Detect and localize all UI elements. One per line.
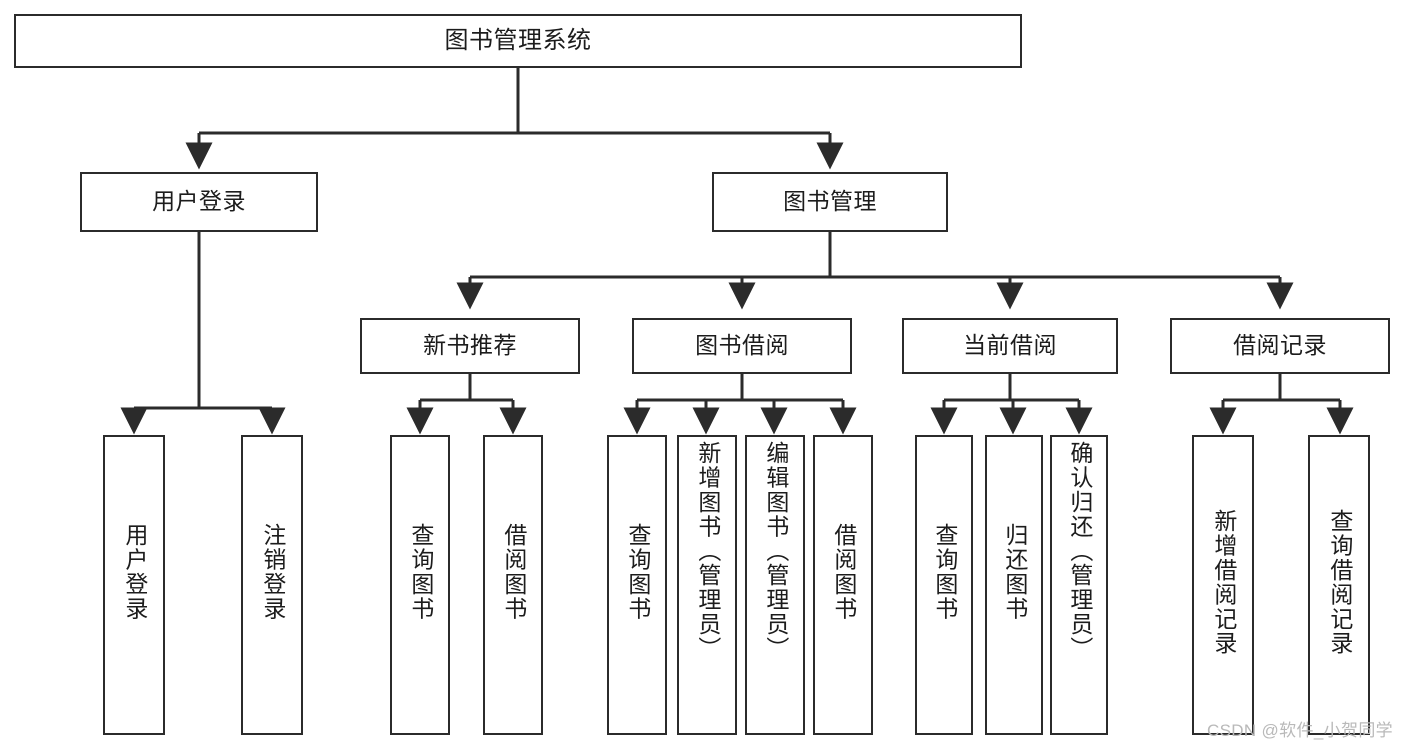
node-root-book-management-system[interactable]: 图书管理系统 <box>14 14 1022 68</box>
node-leaf-query-book-current[interactable]: 查询图书 <box>915 435 973 735</box>
node-book-management[interactable]: 图书管理 <box>712 172 948 232</box>
node-new-book-recommendation[interactable]: 新书推荐 <box>360 318 580 374</box>
node-label: 借阅记录 <box>1233 332 1327 359</box>
node-leaf-add-book-admin[interactable]: 新增图书（管理员） <box>677 435 737 735</box>
node-leaf-query-book-borrowing[interactable]: 查询图书 <box>607 435 667 735</box>
node-leaf-borrow-book-recommendation[interactable]: 借阅图书 <box>483 435 543 735</box>
node-label: 查询图书 <box>931 523 958 621</box>
node-label: 图书借阅 <box>695 332 789 359</box>
node-leaf-user-login[interactable]: 用户登录 <box>103 435 165 735</box>
node-label: 注销登录 <box>259 523 286 621</box>
node-label: 新书推荐 <box>423 332 517 359</box>
node-label: 用户登录 <box>152 188 246 215</box>
node-label: 查询图书 <box>407 523 434 621</box>
node-current-borrowing[interactable]: 当前借阅 <box>902 318 1118 374</box>
node-user-login[interactable]: 用户登录 <box>80 172 318 232</box>
node-label: 图书管理系统 <box>444 26 592 54</box>
node-label: 借阅图书 <box>830 523 857 621</box>
node-leaf-edit-book-admin[interactable]: 编辑图书（管理员） <box>745 435 805 735</box>
node-label: 新增借阅记录 <box>1210 509 1237 656</box>
node-label: 图书管理 <box>783 188 877 215</box>
node-label: 查询图书 <box>624 523 651 621</box>
node-leaf-return-book[interactable]: 归还图书 <box>985 435 1043 735</box>
node-leaf-add-borrowing-record[interactable]: 新增借阅记录 <box>1192 435 1254 735</box>
node-book-borrowing[interactable]: 图书借阅 <box>632 318 852 374</box>
node-label: 用户登录 <box>121 523 148 621</box>
node-leaf-logout[interactable]: 注销登录 <box>241 435 303 735</box>
node-label: 新增图书（管理员） <box>694 441 721 661</box>
node-leaf-query-borrowing-record[interactable]: 查询借阅记录 <box>1308 435 1370 735</box>
node-label: 当前借阅 <box>963 332 1057 359</box>
node-label: 归还图书 <box>1001 523 1028 621</box>
node-label: 借阅图书 <box>500 523 527 621</box>
node-leaf-confirm-return-admin[interactable]: 确认归还（管理员） <box>1050 435 1108 735</box>
node-borrowing-record[interactable]: 借阅记录 <box>1170 318 1390 374</box>
csdn-watermark: CSDN @软件_小贺同学 <box>1206 721 1393 740</box>
node-leaf-query-book-recommendation[interactable]: 查询图书 <box>390 435 450 735</box>
node-leaf-borrow-book-borrowing[interactable]: 借阅图书 <box>813 435 873 735</box>
node-label: 确认归还（管理员） <box>1066 441 1093 661</box>
node-label: 查询借阅记录 <box>1326 509 1353 656</box>
node-label: 编辑图书（管理员） <box>762 441 789 661</box>
